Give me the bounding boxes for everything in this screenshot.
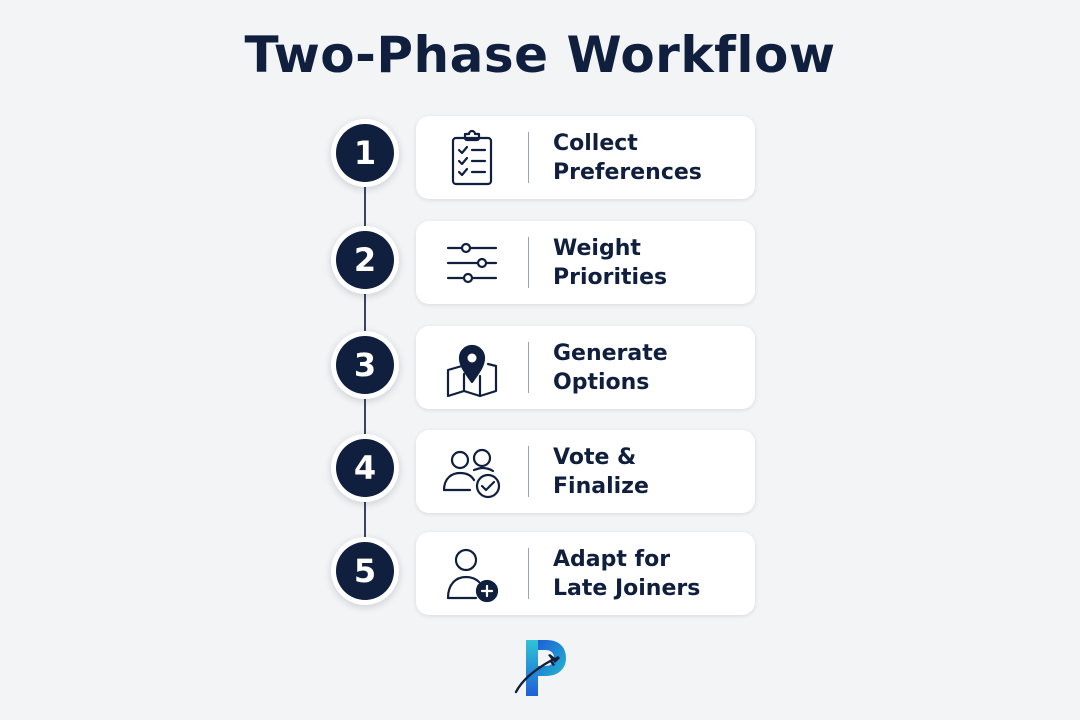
step-1-label-line1: Collect: [553, 130, 638, 156]
step-1-badge: 1: [331, 119, 399, 187]
step-5-divider: [528, 548, 529, 599]
clipboard-checklist-icon: [438, 124, 506, 192]
step-1-number: 1: [336, 124, 394, 182]
step-3-label-line2: Options: [553, 369, 650, 395]
step-4-label-line2: Finalize: [553, 473, 649, 499]
step-2-badge: 2: [331, 226, 399, 294]
step-4-badge: 4: [331, 434, 399, 502]
step-5-label: Adapt for Late Joiners: [553, 545, 743, 603]
map-pin-icon: [438, 334, 506, 402]
p-airplane-logo: [508, 634, 572, 700]
page-title: Two-Phase Workflow: [244, 26, 836, 84]
step-5-badge: 5: [331, 537, 399, 605]
step-2-label-line1: Weight: [553, 235, 641, 261]
step-4-label-line1: Vote &: [553, 444, 637, 470]
step-1-label: Collect Preferences: [553, 129, 743, 187]
step-5-label-line1: Adapt for: [553, 546, 671, 572]
step-2-label: Weight Priorities: [553, 234, 743, 292]
group-check-icon: [438, 438, 506, 506]
user-add-icon: [438, 540, 506, 608]
step-5-label-line2: Late Joiners: [553, 575, 701, 601]
step-1-label-line2: Preferences: [553, 159, 702, 185]
step-4-card: Vote & Finalize: [416, 430, 755, 513]
step-3-divider: [528, 342, 529, 393]
step-2-label-line2: Priorities: [553, 264, 668, 290]
step-1-card: Collect Preferences: [416, 116, 755, 199]
step-1-divider: [528, 132, 529, 183]
step-3-label-line1: Generate: [553, 340, 668, 366]
step-5-number: 5: [336, 542, 394, 600]
step-3-card: Generate Options: [416, 326, 755, 409]
step-4-number: 4: [336, 439, 394, 497]
step-3-badge: 3: [331, 331, 399, 399]
step-4-divider: [528, 446, 529, 497]
step-3-label: Generate Options: [553, 339, 743, 397]
sliders-icon: [438, 229, 506, 297]
step-5-card: Adapt for Late Joiners: [416, 532, 755, 615]
step-2-number: 2: [336, 231, 394, 289]
step-4-label: Vote & Finalize: [553, 443, 743, 501]
step-3-number: 3: [336, 336, 394, 394]
step-2-divider: [528, 237, 529, 288]
step-2-card: Weight Priorities: [416, 221, 755, 304]
